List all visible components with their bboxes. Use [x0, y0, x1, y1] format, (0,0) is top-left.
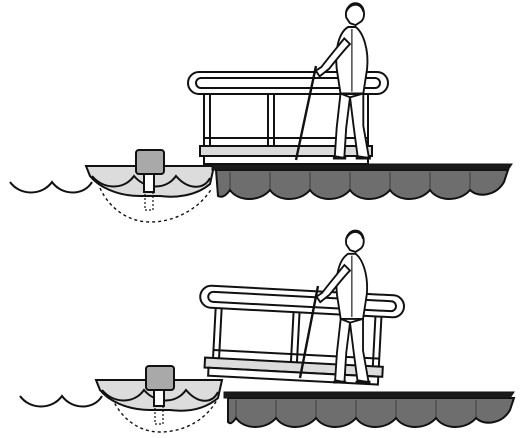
handrail-structure [197, 285, 404, 368]
dock-pontoon [228, 398, 514, 427]
water-waves [10, 182, 92, 193]
top-panel [10, 3, 512, 222]
dock-pontoon [216, 170, 508, 199]
platform-deck [200, 146, 372, 164]
water-waves [20, 396, 102, 407]
bottom-panel [20, 231, 514, 432]
